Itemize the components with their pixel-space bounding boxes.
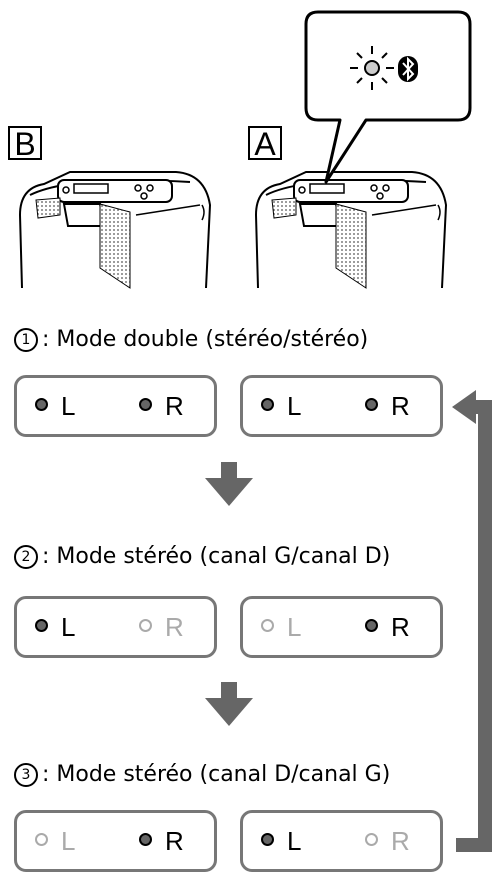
- led-dot-icon: [139, 619, 152, 632]
- mode-2-speaker-a-panel: L R: [240, 596, 443, 658]
- mode-2-b-right-channel: R: [139, 611, 184, 643]
- speaker-a: [254, 171, 448, 289]
- led-dot-icon: [365, 619, 378, 632]
- led-dot-icon: [35, 398, 48, 411]
- bluetooth-icon: [398, 56, 418, 82]
- channel-label: R: [391, 826, 410, 856]
- sun-led-icon: [350, 46, 394, 90]
- led-dot-icon: [261, 833, 274, 846]
- channel-label: R: [165, 826, 184, 856]
- mode-1-b-left-channel: L: [35, 390, 75, 422]
- mode-3-label: : Mode stéréo (canal D/canal G): [42, 762, 391, 787]
- led-dot-icon: [261, 619, 274, 632]
- channel-label: R: [391, 391, 410, 421]
- led-dot-icon: [35, 833, 48, 846]
- mode-3-number: 3: [14, 763, 38, 787]
- arrow-down-icon-1: [205, 462, 253, 506]
- led-dot-icon: [139, 398, 152, 411]
- mode-3-a-right-channel: R: [365, 825, 410, 857]
- mode-2-number: 2: [14, 545, 38, 569]
- speakers-illustration: [18, 10, 472, 289]
- mode-3-b-left-channel: L: [35, 825, 75, 857]
- mode-1-title: 1: Mode double (stéréo/stéréo): [14, 327, 368, 352]
- mode-3-a-left-channel: L: [261, 825, 301, 857]
- mode-2-title: 2: Mode stéréo (canal G/canal D): [14, 544, 390, 569]
- channel-label: R: [165, 612, 184, 642]
- mode-3-title: 3: Mode stéréo (canal D/canal G): [14, 762, 390, 787]
- channel-label: L: [61, 612, 76, 642]
- mode-2-a-right-channel: R: [365, 611, 410, 643]
- mode-1-speaker-a-panel: L R: [240, 375, 443, 437]
- channel-label: L: [61, 391, 76, 421]
- led-dot-icon: [35, 619, 48, 632]
- channel-label: R: [165, 391, 184, 421]
- speaker-a-label: A: [248, 126, 282, 160]
- mode-2-label: : Mode stéréo (canal G/canal D): [42, 544, 391, 569]
- mode-1-b-right-channel: R: [139, 390, 184, 422]
- led-dot-icon: [365, 398, 378, 411]
- mode-2-b-left-channel: L: [35, 611, 75, 643]
- mode-3-b-right-channel: R: [139, 825, 184, 857]
- led-dot-icon: [365, 833, 378, 846]
- led-dot-icon: [139, 833, 152, 846]
- mode-1-speaker-b-panel: L R: [14, 375, 217, 437]
- callout-bubble: [304, 10, 472, 184]
- arrow-down-icon-2: [205, 682, 253, 726]
- channel-label: L: [287, 612, 302, 642]
- channel-label: L: [61, 826, 76, 856]
- mode-2-a-left-channel: L: [261, 611, 301, 643]
- channel-label: R: [391, 612, 410, 642]
- mode-1-number: 1: [14, 328, 38, 352]
- mode-3-speaker-a-panel: L R: [240, 810, 443, 872]
- loop-back-arrow-icon: [452, 390, 492, 852]
- speaker-b: [18, 171, 212, 289]
- led-dot-icon: [261, 398, 274, 411]
- speaker-b-label: B: [8, 126, 42, 160]
- channel-label: L: [287, 826, 302, 856]
- mode-1-a-right-channel: R: [365, 390, 410, 422]
- mode-3-speaker-b-panel: L R: [14, 810, 217, 872]
- mode-1-label: : Mode double (stéréo/stéréo): [42, 327, 369, 352]
- channel-label: L: [287, 391, 302, 421]
- mode-1-a-left-channel: L: [261, 390, 301, 422]
- mode-2-speaker-b-panel: L R: [14, 596, 217, 658]
